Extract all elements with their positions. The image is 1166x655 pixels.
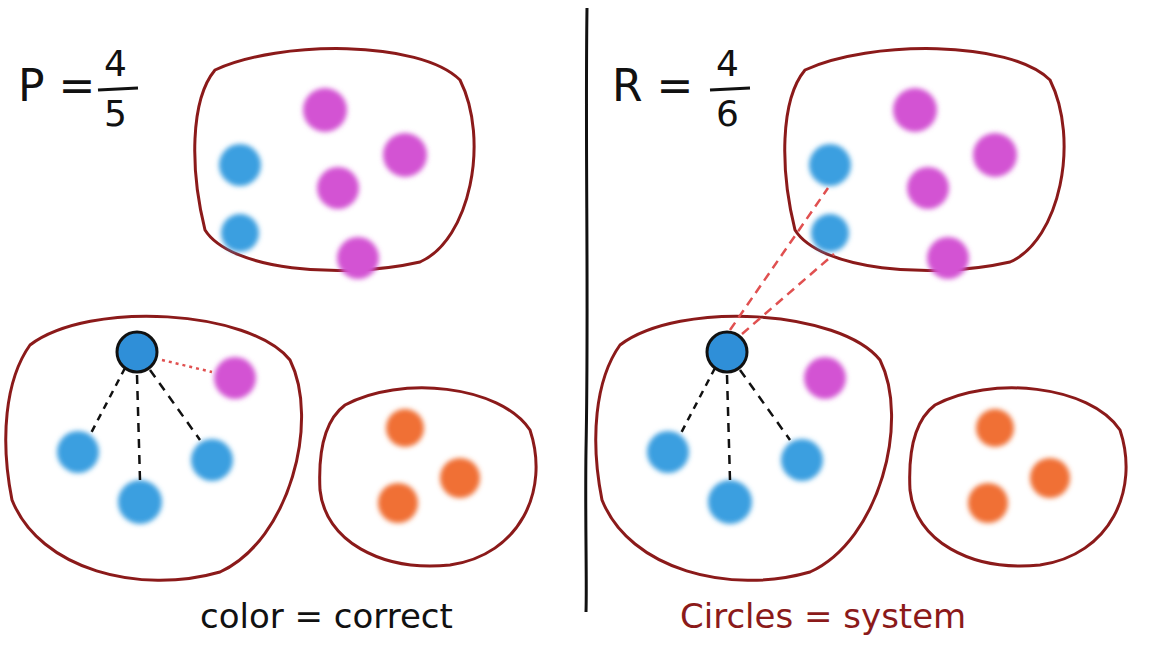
fraction-numerator: 4 [104, 44, 127, 84]
fraction-bar [710, 88, 750, 90]
divider-line [586, 8, 587, 612]
recall-label: R = [612, 62, 693, 110]
precision-label: P = [18, 62, 95, 110]
fraction-denominator: 5 [104, 94, 127, 134]
caption-text: color = correct [200, 598, 453, 635]
caption-text: Circles = system [680, 598, 966, 635]
fraction-numerator: 4 [716, 44, 739, 84]
fraction-denominator: 6 [716, 94, 739, 134]
fraction-bar [98, 88, 138, 90]
recall-panel [596, 49, 1126, 581]
precision-panel [6, 49, 536, 581]
